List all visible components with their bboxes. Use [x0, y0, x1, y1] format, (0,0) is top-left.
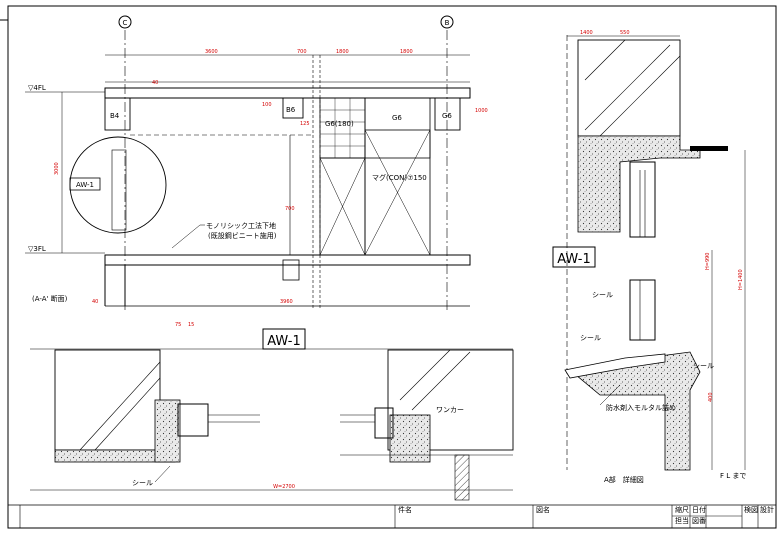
dim-right-vert-3: 400 — [708, 392, 714, 402]
right-aw-label: AW-1 — [557, 252, 590, 267]
section-elevation: C B 3600 700 1800 1800 ▽4FL ▽3FL 3000 B4… — [25, 15, 488, 310]
tb-cell-7: 検図 — [744, 505, 758, 514]
detail-section-a: 1400 550 AW-1 シール シール シール 防水剤入モルタル詰め H=1… — [552, 30, 746, 484]
mortar-note: マグ(CON)⑦150 — [372, 173, 427, 182]
section-caption: (A-A' 断面) — [32, 294, 68, 303]
dim-small-7: 15 — [188, 322, 194, 328]
beam-b4-label: B4 — [110, 112, 120, 120]
tb-cell-2: 図名 — [536, 505, 550, 514]
right-seal-3: シール — [693, 362, 714, 370]
detail-title: AW-1 — [267, 334, 300, 349]
monolithic-note: モノリシック工法下地 — [206, 221, 276, 230]
tb-cell-5: 担当 — [675, 516, 689, 525]
dim-top-4: 1800 — [400, 49, 413, 55]
right-aw-box — [552, 246, 596, 268]
right-seal-1: シール — [592, 291, 613, 299]
level-4fl: ▽4FL — [28, 84, 46, 92]
dim-right-vert-1: H=1400 — [738, 269, 744, 290]
beam-b6-label: B6 — [286, 106, 296, 114]
callout-tag — [69, 177, 101, 191]
dim-top-1: 3600 — [205, 49, 218, 55]
dim-bottom-span: W=2700 — [273, 484, 295, 490]
grid-mark-c — [118, 15, 132, 29]
tb-cell-3: 縮尺 — [675, 505, 689, 514]
grid-label-b: B — [445, 19, 450, 27]
dim-small-4: 700 — [285, 206, 295, 212]
flashing-label: ワンカー — [436, 406, 464, 414]
grid-mark-b — [440, 15, 454, 29]
detail-a-title: A部 詳細図 — [604, 475, 644, 484]
dim-small-3: 125 — [300, 121, 310, 127]
dim-right-1: 1000 — [475, 108, 488, 114]
dim-small-1: 40 — [152, 80, 158, 86]
mortar-fill-note: 防水剤入モルタル詰め — [606, 403, 676, 412]
detail-plan-aw1: AW-1 シール ワンカー W=2700 75 15 — [30, 322, 514, 501]
tb-cell-6: 図番 — [692, 517, 706, 525]
beam-sub-label: G6(180) — [325, 120, 354, 128]
dim-right-top-1: 1400 — [580, 30, 593, 36]
grid-label-c: C — [123, 19, 128, 27]
dim-small-2: 100 — [262, 102, 272, 108]
right-seal-2: シール — [580, 334, 601, 342]
monolithic-subnote: (既設鋼ビニート施用) — [208, 231, 277, 240]
sheet-border — [7, 5, 777, 529]
dim-left-vert: 3000 — [54, 162, 60, 175]
tb-cell-1: 件名 — [398, 505, 412, 514]
level-3fl: ▽3FL — [28, 245, 46, 253]
dim-top-2: 700 — [297, 49, 307, 55]
dim-top-3: 1800 — [336, 49, 349, 55]
dim-right-vert-2: H=990 — [705, 253, 711, 271]
seal-label-bottom: シール — [132, 479, 153, 487]
tb-cell-4: 日付 — [692, 505, 706, 514]
title-block: 件名 図名 縮尺 日付 担当 図番 検図 設計 — [8, 504, 776, 528]
dim-bottom-mid: 3960 — [280, 299, 293, 305]
dim-small-5: 40 — [92, 299, 98, 305]
beam-main-label: G6 — [392, 114, 402, 122]
tb-cell-8: 設計 — [760, 505, 774, 514]
fl-note: F L まで — [720, 472, 746, 480]
callout-label: AW-1 — [76, 181, 94, 189]
beam-g6-right-label: G6 — [442, 112, 452, 120]
dim-small-6: 75 — [175, 322, 181, 328]
dim-right-top-2: 550 — [620, 30, 630, 36]
